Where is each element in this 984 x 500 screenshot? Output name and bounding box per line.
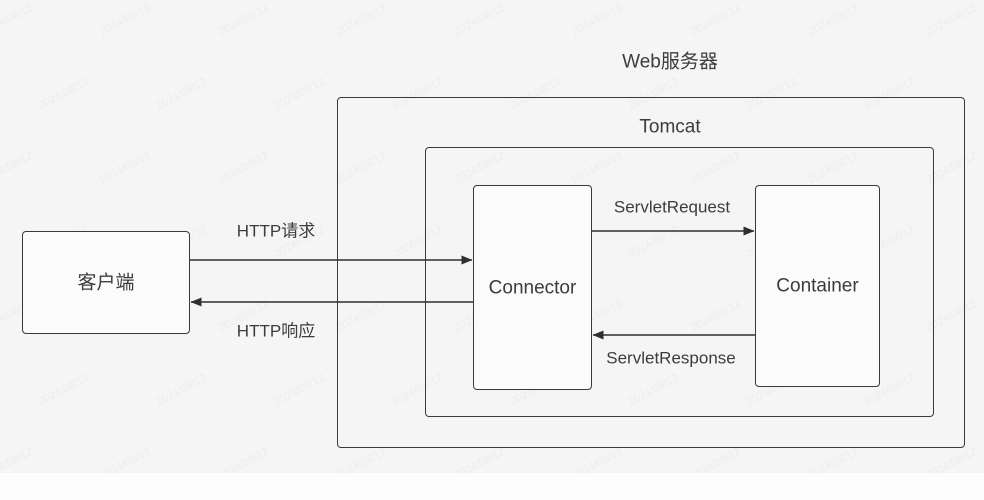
- watermark-text: 2024/08/12: [36, 75, 91, 113]
- watermark-text: 2024/08/12: [980, 75, 984, 113]
- edge-http-request-label: HTTP请求: [236, 221, 316, 241]
- watermark-text: 2024/08/12: [806, 1, 861, 39]
- bottom-strip: [0, 473, 984, 500]
- node-client[interactable]: 客户端: [22, 231, 190, 334]
- node-container[interactable]: Container: [755, 185, 880, 387]
- watermark-text: 2024/08/12: [452, 1, 507, 39]
- node-container-label: Container: [776, 275, 859, 297]
- watermark-text: 2024/08/12: [0, 149, 35, 187]
- node-connector[interactable]: Connector: [473, 185, 592, 390]
- watermark-text: 2024/08/12: [688, 1, 743, 39]
- watermark-text: 2024/08/12: [216, 149, 271, 187]
- web-server-box: [337, 97, 965, 448]
- watermark-text: 2024/08/12: [98, 1, 153, 39]
- watermark-text: 2024/08/12: [0, 1, 35, 39]
- watermark-text: 2024/08/12: [980, 371, 984, 409]
- watermark-text: 2024/08/12: [570, 1, 625, 39]
- watermark-text: 2024/08/12: [154, 75, 209, 113]
- tomcat-box: [425, 147, 934, 417]
- edge-servlet-request-label: ServletRequest: [613, 197, 731, 217]
- watermark-text: 2024/08/12: [924, 1, 979, 39]
- watermark-text: 2024/08/12: [980, 223, 984, 261]
- node-connector-label: Connector: [488, 277, 577, 298]
- watermark-text: 2024/08/12: [216, 1, 271, 39]
- edge-servlet-response-label: ServletResponse: [606, 348, 736, 368]
- watermark-text: 2024/08/12: [272, 75, 327, 113]
- watermark-text: 2024/08/12: [154, 371, 209, 409]
- web-server-title: Web服务器: [622, 51, 718, 73]
- watermark-text: 2024/08/12: [334, 1, 389, 39]
- tomcat-title: Tomcat: [639, 116, 701, 138]
- watermark-text: 2024/08/12: [98, 149, 153, 187]
- node-client-label: 客户端: [77, 272, 135, 293]
- watermark-text: 2024/08/12: [36, 371, 91, 409]
- watermark-text: 2024/08/12: [272, 371, 327, 409]
- edge-http-response-label: HTTP响应: [236, 321, 316, 341]
